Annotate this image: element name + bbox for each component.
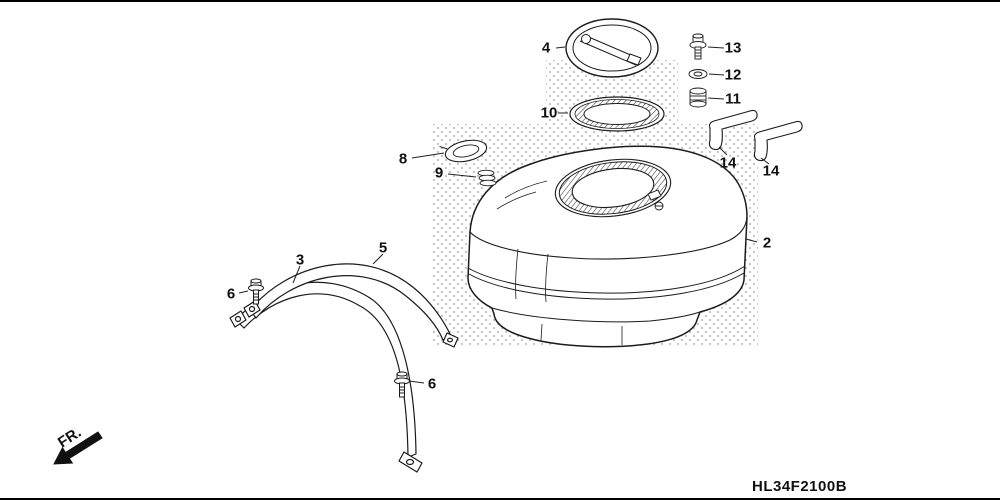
- tank-fitting: [647, 189, 664, 211]
- tank-strap-outer: [229, 281, 423, 473]
- diagram-code: HL34F2100B: [752, 478, 848, 495]
- callout-6-a[interactable]: 6: [226, 285, 236, 303]
- cap-bolt: [689, 33, 707, 60]
- tank-cushion-b: [753, 120, 803, 162]
- cap-retainer: [439, 139, 488, 163]
- callout-4[interactable]: 4: [541, 39, 551, 57]
- callout-5[interactable]: 5: [378, 239, 388, 257]
- seal-ring: [569, 96, 665, 132]
- leader-lines: [238, 46, 770, 384]
- strap-bolt-left: [248, 278, 264, 305]
- callout-6-b[interactable]: 6: [427, 375, 437, 393]
- callout-13[interactable]: 13: [724, 39, 742, 57]
- tank-strap-inner: [243, 263, 459, 348]
- callout-10[interactable]: 10: [540, 104, 558, 122]
- tank-cushion-a: [708, 109, 758, 151]
- grommet: [689, 87, 707, 108]
- callout-3[interactable]: 3: [295, 251, 305, 269]
- callout-2[interactable]: 2: [762, 234, 772, 252]
- callout-12[interactable]: 12: [724, 66, 742, 84]
- fuel-cap: [565, 18, 659, 78]
- front-direction-indicator: FR.: [53, 424, 103, 465]
- front-arrow-icon: [53, 431, 103, 465]
- spacer-stack: [477, 169, 497, 187]
- callout-14-a[interactable]: 14: [719, 154, 737, 172]
- tank-opening-flange: [554, 158, 672, 218]
- callout-8[interactable]: 8: [398, 150, 408, 168]
- callout-11[interactable]: 11: [725, 90, 741, 108]
- fuel-tank: [467, 145, 748, 348]
- callout-9[interactable]: 9: [434, 164, 444, 182]
- washer: [688, 69, 708, 79]
- callout-14-b[interactable]: 14: [762, 162, 780, 180]
